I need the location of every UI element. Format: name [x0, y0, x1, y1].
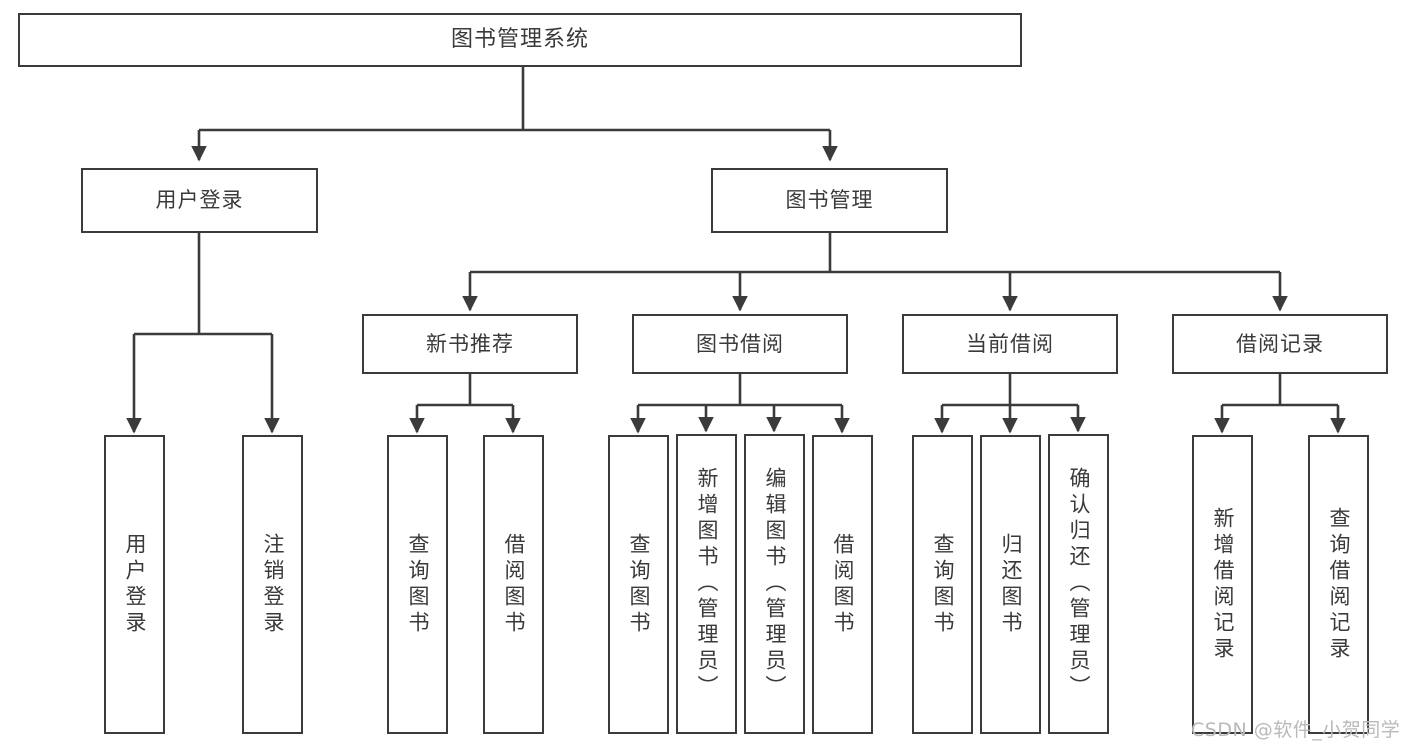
node-leaf-add-book[interactable]: 新增图书（管理员） — [676, 434, 737, 734]
node-leaf-return-book[interactable]: 归还图书 — [980, 435, 1041, 734]
node-current-borrow-label: 当前借阅 — [966, 331, 1054, 356]
node-leaf-query-book-1-label: 查询图书 — [406, 532, 430, 637]
node-leaf-user-logout[interactable]: 注销登录 — [242, 435, 303, 734]
node-leaf-return-book-label: 归还图书 — [999, 532, 1023, 637]
node-root-label: 图书管理系统 — [450, 27, 589, 53]
node-leaf-add-record-label: 新增借阅记录 — [1211, 506, 1235, 663]
watermark-text: CSDN @软件_小贺同学 — [1191, 719, 1401, 741]
node-user-login-label: 用户登录 — [155, 188, 244, 213]
node-leaf-borrow-book-2[interactable]: 借阅图书 — [812, 435, 873, 734]
node-book-manage[interactable]: 图书管理 — [711, 168, 948, 233]
node-user-login[interactable]: 用户登录 — [81, 168, 318, 233]
node-leaf-add-record[interactable]: 新增借阅记录 — [1192, 435, 1253, 734]
node-leaf-user-login-label: 用户登录 — [123, 532, 147, 637]
node-leaf-add-book-label: 新增图书（管理员） — [695, 467, 719, 701]
node-leaf-query-book-2-label: 查询图书 — [627, 532, 651, 637]
node-leaf-user-login[interactable]: 用户登录 — [104, 435, 165, 734]
node-current-borrow[interactable]: 当前借阅 — [902, 314, 1118, 374]
node-leaf-query-book-1[interactable]: 查询图书 — [387, 435, 448, 734]
node-leaf-user-logout-label: 注销登录 — [261, 532, 285, 637]
node-new-book-recommend-label: 新书推荐 — [426, 331, 514, 356]
node-borrow-record[interactable]: 借阅记录 — [1172, 314, 1388, 374]
node-book-borrow-label: 图书借阅 — [696, 331, 784, 356]
node-leaf-borrow-book-1[interactable]: 借阅图书 — [483, 435, 544, 734]
node-leaf-borrow-book-1-label: 借阅图书 — [502, 532, 526, 637]
node-leaf-confirm-return[interactable]: 确认归还（管理员） — [1048, 434, 1109, 734]
node-leaf-query-book-3[interactable]: 查询图书 — [912, 435, 973, 734]
node-leaf-edit-book[interactable]: 编辑图书（管理员） — [744, 434, 805, 734]
node-leaf-query-record[interactable]: 查询借阅记录 — [1308, 435, 1369, 734]
node-leaf-query-book-2[interactable]: 查询图书 — [608, 435, 669, 734]
node-new-book-recommend[interactable]: 新书推荐 — [362, 314, 578, 374]
node-leaf-query-record-label: 查询借阅记录 — [1327, 506, 1351, 663]
node-book-manage-label: 图书管理 — [785, 188, 874, 213]
node-book-borrow[interactable]: 图书借阅 — [632, 314, 848, 374]
node-leaf-confirm-return-label: 确认归还（管理员） — [1067, 467, 1091, 701]
node-borrow-record-label: 借阅记录 — [1236, 331, 1324, 356]
node-root[interactable]: 图书管理系统 — [18, 13, 1022, 67]
node-leaf-borrow-book-2-label: 借阅图书 — [831, 532, 855, 637]
node-leaf-edit-book-label: 编辑图书（管理员） — [763, 467, 787, 701]
node-leaf-query-book-3-label: 查询图书 — [931, 532, 955, 637]
